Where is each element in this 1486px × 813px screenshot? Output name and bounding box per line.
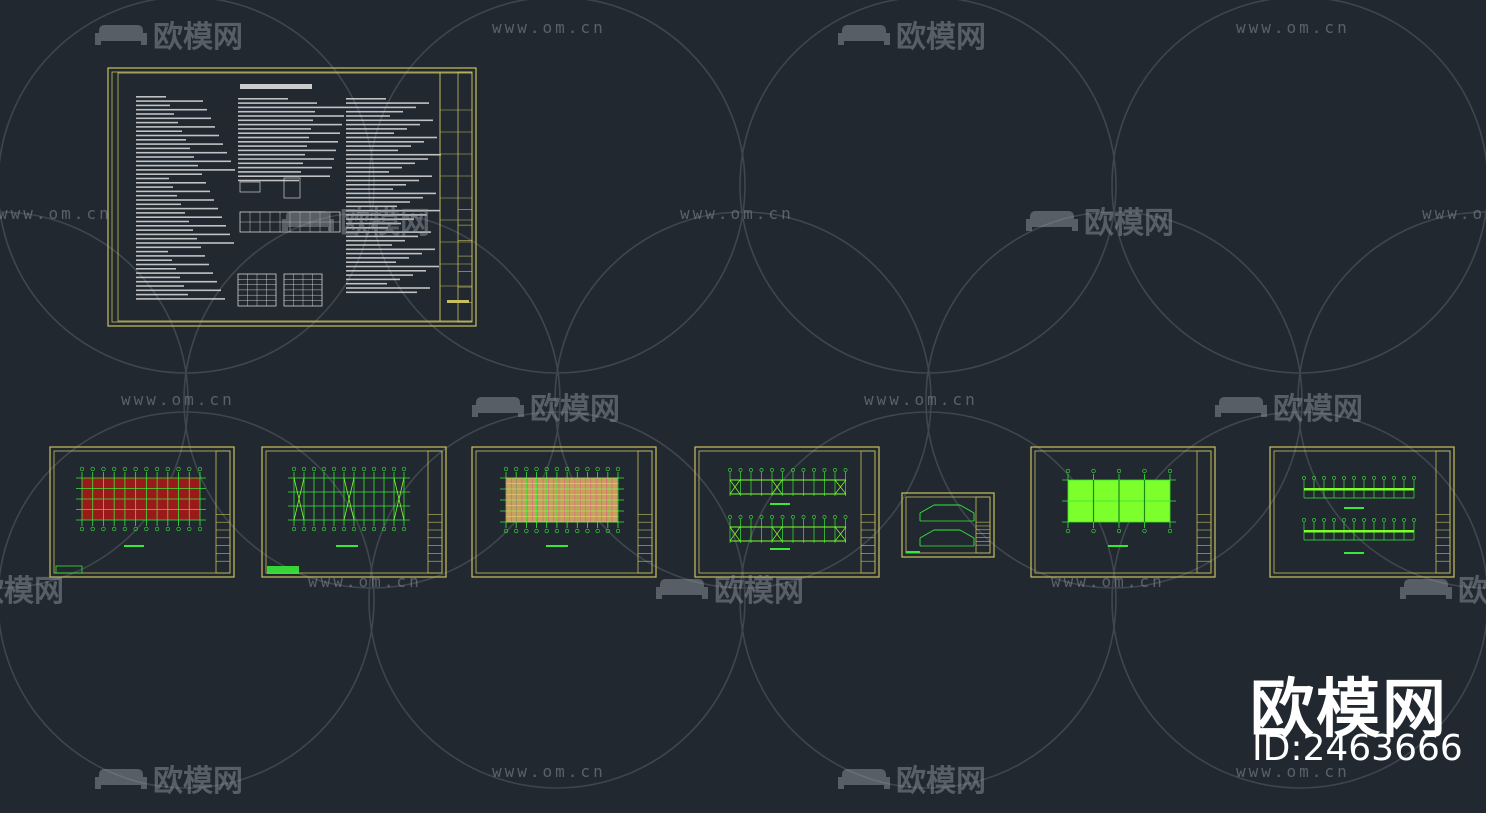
watermark-logo: 欧模网 — [1400, 566, 1486, 610]
sofa-icon — [1400, 579, 1452, 599]
sofa-icon — [838, 769, 890, 789]
foundation-plan-sheet — [49, 446, 235, 578]
sofa-icon — [838, 25, 890, 45]
watermark-url: www.om.cn — [308, 572, 422, 591]
sofa-icon — [656, 579, 708, 599]
watermark-url: www.om.cn — [0, 204, 112, 223]
sofa-icon — [95, 25, 147, 45]
watermark-logo-text: 欧模网 — [1458, 574, 1486, 609]
watermark-url: www.om.cn — [680, 204, 794, 223]
bracing-plan-sheet — [261, 446, 447, 578]
watermark-logo: 欧模网 — [472, 384, 620, 428]
watermark-arcs — [0, 0, 1486, 789]
sofa-icon — [1215, 397, 1267, 417]
watermark-logo: 欧模网 — [95, 12, 243, 56]
watermark-logo-text: 欧模网 — [340, 206, 430, 241]
watermark-logo: 欧模网 — [1215, 384, 1363, 428]
watermark-logo-text: 欧模网 — [896, 764, 986, 799]
roof-panel-plan-sheet — [1030, 446, 1216, 578]
brand-name: 欧模网 — [1250, 673, 1448, 747]
watermark-logo-text: 欧模网 — [530, 392, 620, 427]
sofa-icon — [282, 211, 334, 231]
watermark-url: www.om.cn — [492, 18, 606, 37]
sofa-icon — [1026, 211, 1078, 231]
roof-purlin-plan-sheet — [471, 446, 657, 578]
watermark-url: www.om.cn — [121, 390, 235, 409]
watermark-url: www.om.cn — [1236, 762, 1350, 781]
watermark-logo: 欧模网 — [838, 756, 986, 800]
model-id: ID:2463666 — [1252, 728, 1463, 769]
watermark-logo-text: 欧模网 — [153, 764, 243, 799]
watermark-logo-text: 欧模网 — [0, 574, 64, 609]
watermark-url: www.om.cn — [1051, 572, 1165, 591]
watermark-logo: 欧模网 — [282, 198, 430, 242]
watermark-logo: 欧模网 — [95, 756, 243, 800]
watermark-logo: 欧模网 — [656, 566, 804, 610]
section-sheet — [901, 492, 995, 558]
watermark-logo: 欧模网 — [838, 12, 986, 56]
elevations-sheet — [694, 446, 880, 578]
watermark-url: www.om.cn — [864, 390, 978, 409]
watermark-logo-text: 欧模网 — [1084, 206, 1174, 241]
design-notes-sheet — [107, 67, 477, 327]
watermark-logo-text: 欧模网 — [896, 20, 986, 55]
watermark-url: www.om.cn — [1422, 204, 1486, 223]
watermark-logo: 欧模网 — [1026, 198, 1174, 242]
watermark-url: www.om.cn — [492, 762, 606, 781]
watermark-logo-text: 欧模网 — [714, 574, 804, 609]
watermark-logo: 欧模网 — [0, 566, 64, 610]
wall-elevations-sheet — [1269, 446, 1455, 578]
sofa-icon — [95, 769, 147, 789]
watermark-logo-text: 欧模网 — [153, 20, 243, 55]
watermark-url: www.om.cn — [1236, 18, 1350, 37]
watermark-logo-text: 欧模网 — [1273, 392, 1363, 427]
sofa-icon — [472, 397, 524, 417]
